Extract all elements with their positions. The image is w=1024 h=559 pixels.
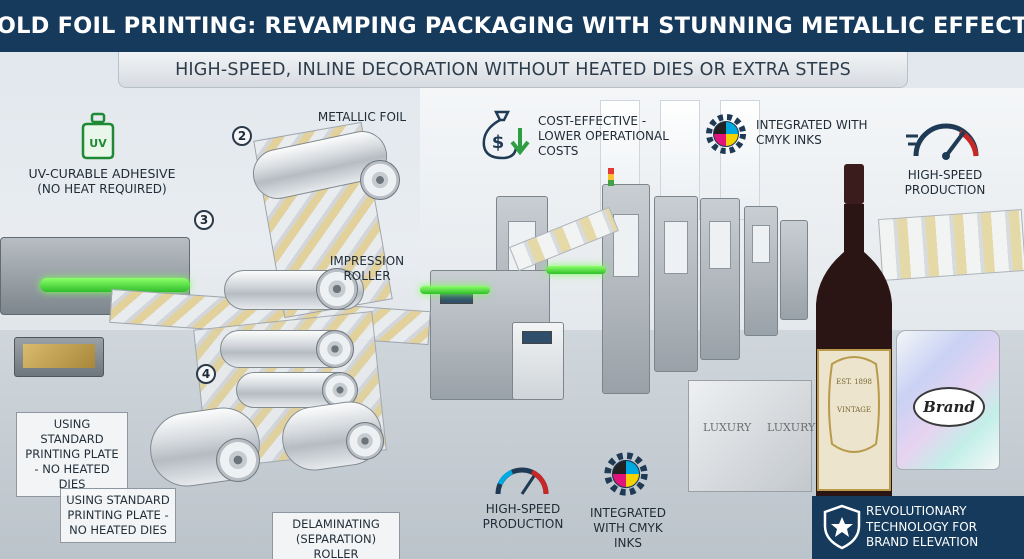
impression-roller-end [316,268,358,310]
plate-callout-bottom: USING STANDARD PRINTING PLATE - NO HEATE… [60,488,176,543]
holographic-pouch: Brand [896,330,1000,470]
step-2-badge: 2 [232,126,252,146]
uv-lamp [420,286,490,294]
subtitle-bar: HIGH-SPEED, INLINE DECORATION WITHOUT HE… [118,52,908,88]
control-cabinet [512,322,564,400]
press-unit [780,220,808,320]
speedometer-icon [492,454,552,498]
footer-badge: REVOLUTIONARY TECHNOLOGY FOR BRAND ELEVA… [812,496,1024,559]
step-3-badge: 3 [194,210,214,230]
cmyk-top-label: INTEGRATED WITH CMYK INKS [756,118,868,147]
plate-callout-top: USING STANDARD PRINTING PLATE - NO HEATE… [16,412,128,497]
header-bar: COLD FOIL PRINTING: REVAMPING PACKAGING … [0,0,1024,52]
svg-text:$: $ [492,132,505,153]
speed-bottom-label: HIGH-SPEED PRODUCTION [482,502,564,531]
box-text-front: LUXURY [703,421,752,434]
page-subtitle: HIGH-SPEED, INLINE DECORATION WITHOUT HE… [175,59,851,80]
foil-supply-roll-end [360,160,400,200]
speedometer-icon [906,106,986,164]
bottle-est-text: EST. 1898 [836,378,872,386]
press-unit [744,206,778,336]
stack-light [608,168,614,186]
roller-end [316,330,354,368]
box-text-side: LUXURY [767,421,816,434]
wine-bottle: EST. 1898 VINTAGE [812,164,896,510]
uv-adhesive-roller [40,278,190,292]
cmyk-gear-icon [702,110,750,158]
luxury-gift-box: LUXURY LUXURY [688,380,816,492]
press-unit [700,198,740,360]
step-4-badge: 4 [196,364,216,384]
rewind-roll-end [216,438,260,482]
step-1-label: UV-CURABLE ADHESIVE [28,166,176,181]
press-unit [654,196,698,372]
money-bag-down-arrow-icon: $ [476,106,532,162]
uv-lamp [546,266,606,274]
shield-star-icon [822,504,862,550]
press-unit [602,184,650,394]
uv-icon-text: UV [89,137,107,150]
footer-text: REVOLUTIONARY TECHNOLOGY FOR BRAND ELEVA… [866,504,979,550]
speed-top-label: HIGH-SPEED PRODUCTION [904,168,986,197]
step-1-note: (NO HEAT REQUIRED) [37,182,167,196]
pouch-brand-label: Brand [913,387,985,427]
cost-effective-label: COST-EFFECTIVE - LOWER OPERATIONAL COSTS [538,114,669,158]
delaminating-roller-callout: DELAMINATING (SEPARATION) ROLLER [272,512,400,559]
bottle-vintage-text: VINTAGE [836,406,871,414]
uv-adhesive-bottle-icon: UV [78,112,118,160]
step-2-label: METALLIC FOIL [317,110,407,124]
page-title: COLD FOIL PRINTING: REVAMPING PACKAGING … [0,13,1024,39]
plate-tray [14,337,104,377]
printed-web [878,209,1024,281]
cmyk-bottom-label: INTEGRATED WITH CMYK INKS [589,506,666,550]
rewind-roll-end [346,422,384,460]
step-3-label: IMPRESSION ROLLER [329,254,405,283]
cmyk-gear-icon [600,448,652,500]
